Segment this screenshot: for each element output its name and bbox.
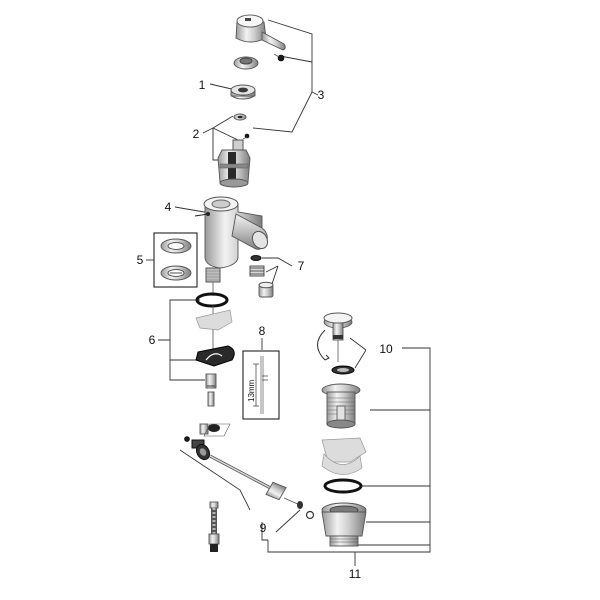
callout-8: 8 [259, 324, 266, 338]
callout-4: 4 [165, 200, 172, 214]
callout-9: 9 [260, 521, 267, 535]
callout-labels: 1 2 3 4 5 6 7 8 9 10 11 [137, 78, 393, 581]
aerator-parts [249, 255, 274, 298]
callout-7: 7 [298, 259, 305, 273]
lever-handle [235, 14, 286, 51]
cartridge-nut [230, 84, 256, 100]
callout-2: 2 [193, 127, 200, 141]
handle-cap-ring [233, 56, 259, 70]
dimension-label: 13mm [247, 379, 256, 402]
callout-11: 11 [349, 567, 362, 581]
popup-waste-plug [317, 312, 353, 362]
waste-o-ring [323, 478, 363, 494]
callout-10: 10 [379, 342, 393, 356]
mounting-set [195, 292, 235, 407]
waste-flange [321, 383, 361, 429]
waste-body [321, 502, 367, 547]
rod-dimension-box: 13mm [242, 350, 280, 420]
supply-hose [208, 501, 220, 552]
lever-screw [273, 53, 285, 62]
leader-lines [146, 19, 431, 566]
lift-rod-assembly [184, 423, 315, 520]
callout-3: 3 [318, 88, 325, 102]
callout-6: 6 [149, 333, 156, 347]
seal-kit-box [153, 232, 198, 288]
waste-gasket-ghost [321, 437, 367, 475]
plug-seal [331, 365, 355, 375]
faucet-body [194, 196, 269, 296]
callout-5: 5 [137, 253, 144, 267]
cartridge [217, 113, 251, 188]
callout-1: 1 [199, 78, 206, 92]
